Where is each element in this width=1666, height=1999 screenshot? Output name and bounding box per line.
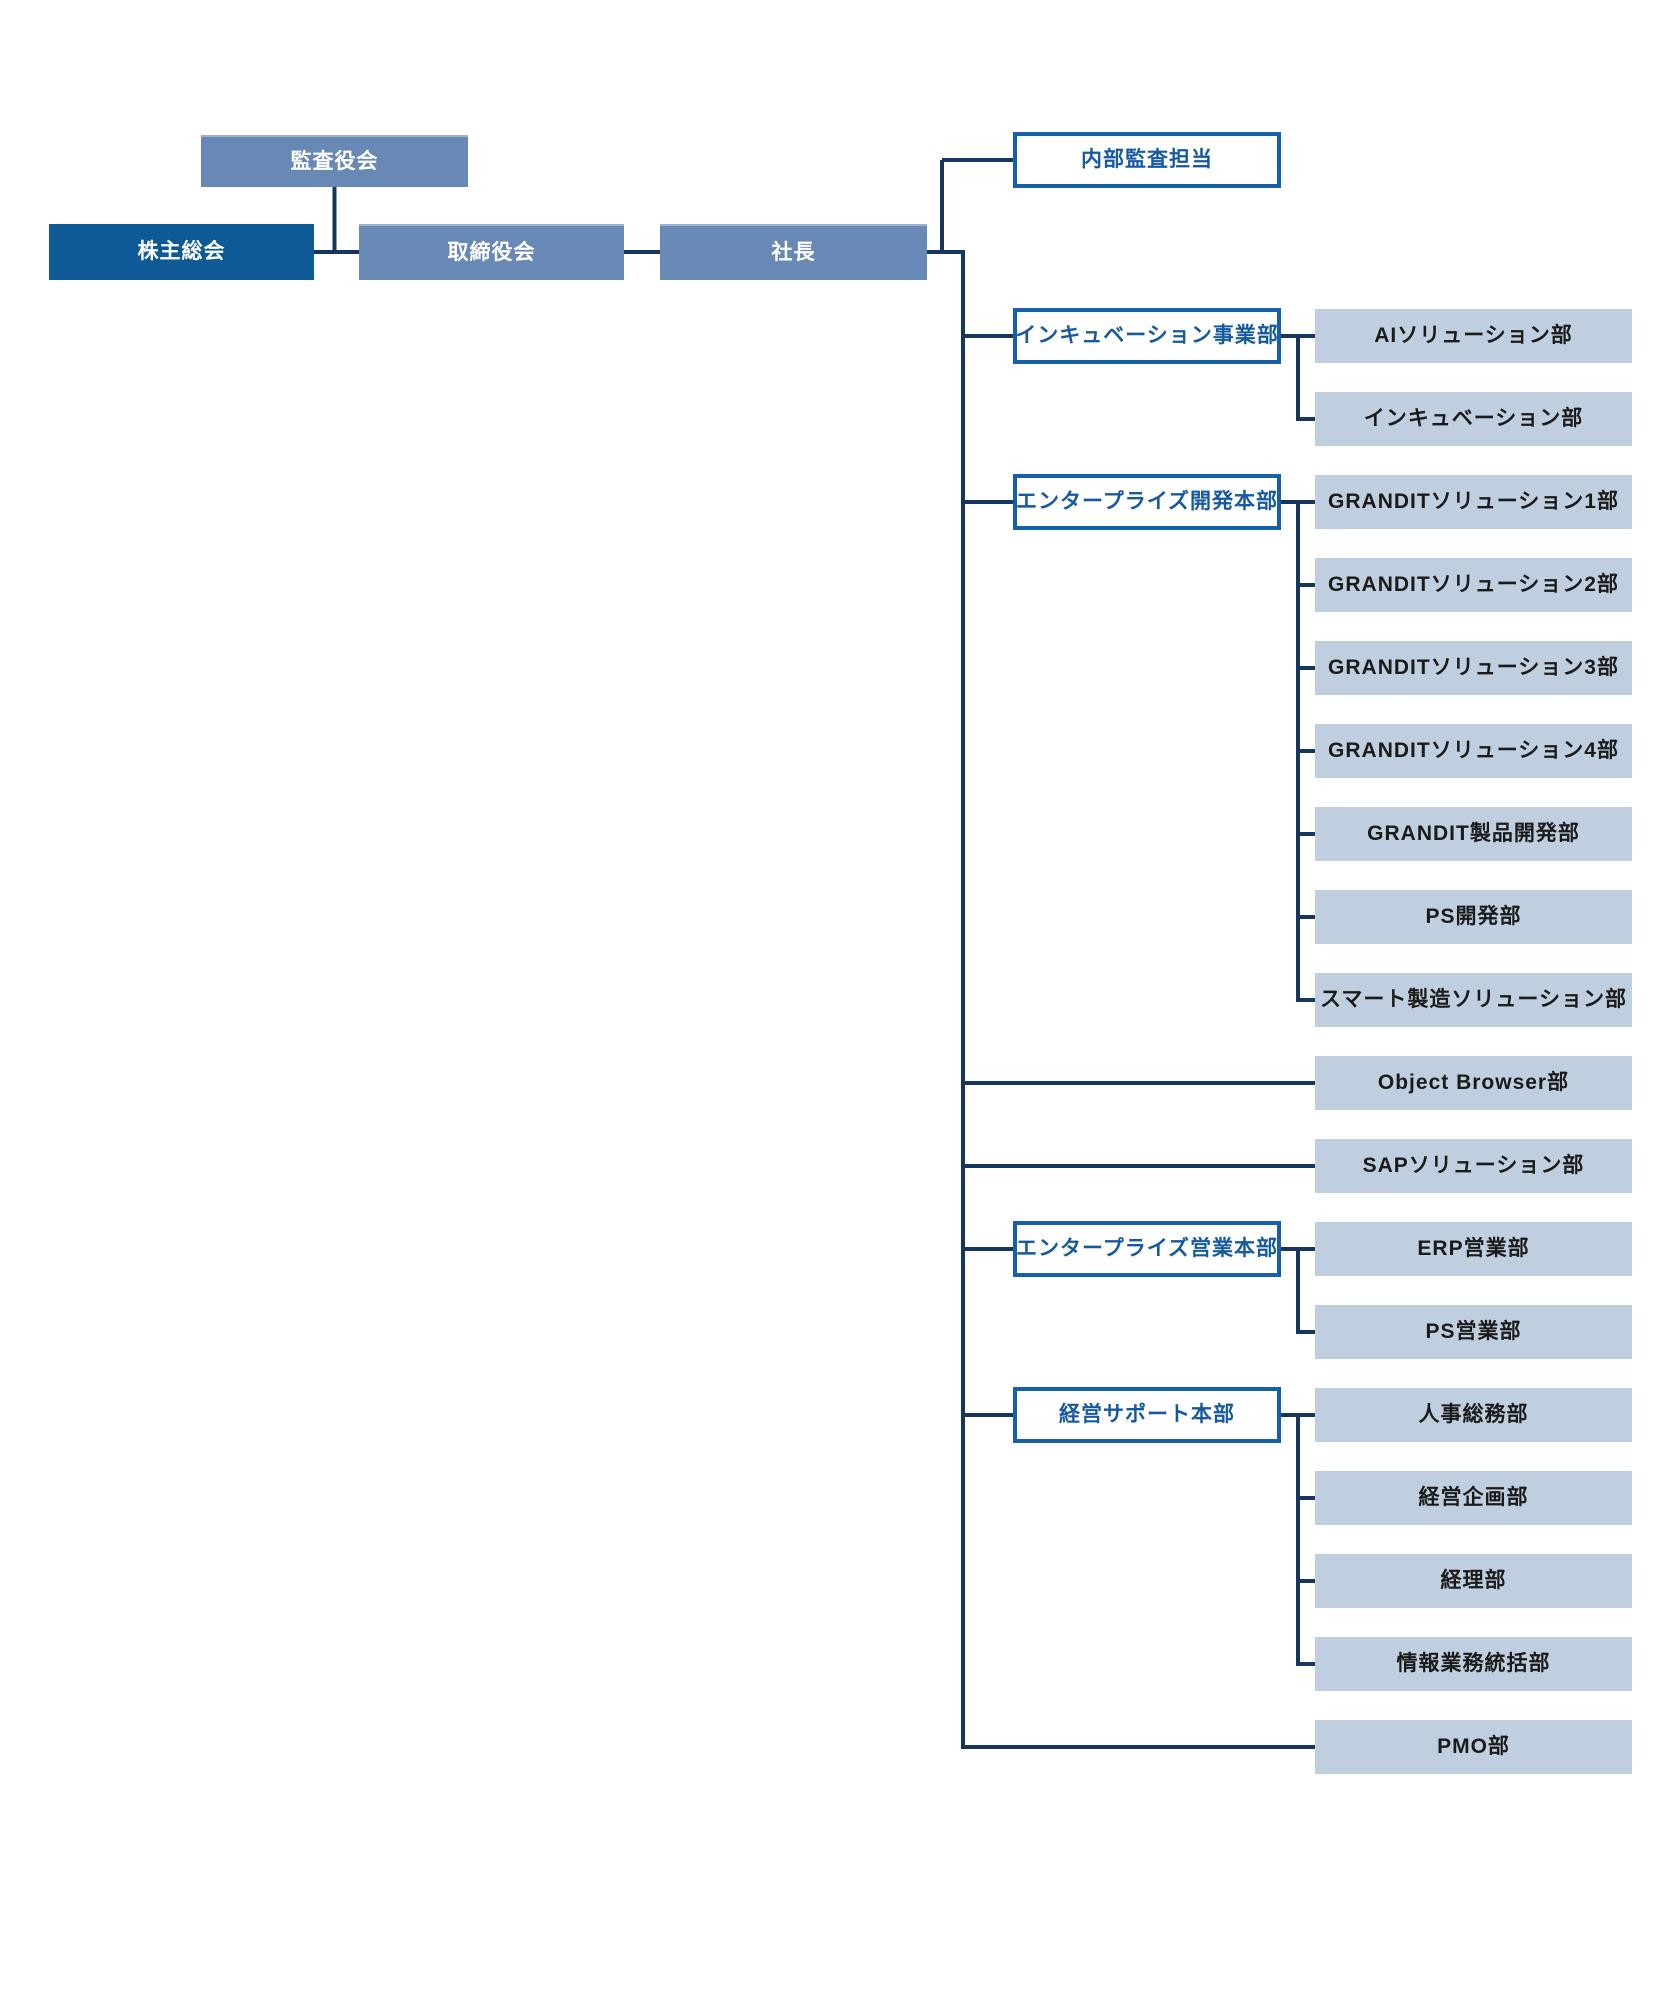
org-node-internal-audit: 内部監査担当 [1013,132,1281,188]
org-node-grandit-solution-4-dept: GRANDITソリューション4部 [1315,724,1632,778]
org-node-incubation-dept: インキュベーション部 [1315,392,1632,446]
org-node-hr-general-affairs-dept: 人事総務部 [1315,1388,1632,1442]
org-node-sap-solution-dept: SAPソリューション部 [1315,1139,1632,1193]
org-node-smart-manufacturing-solution-dept: スマート製造ソリューション部 [1315,973,1632,1027]
org-node-grandit-solution-3-dept: GRANDITソリューション3部 [1315,641,1632,695]
org-node-shareholders-meeting: 株主総会 [49,224,314,280]
org-node-ps-sales-dept: PS営業部 [1315,1305,1632,1359]
org-node-pmo-dept: PMO部 [1315,1720,1632,1774]
org-node-president: 社長 [660,224,927,280]
org-node-information-business-admin-dept: 情報業務統括部 [1315,1637,1632,1691]
org-node-grandit-solution-2-dept: GRANDITソリューション2部 [1315,558,1632,612]
org-node-ai-solution-dept: AIソリューション部 [1315,309,1632,363]
org-node-erp-sales-dept: ERP営業部 [1315,1222,1632,1276]
org-node-grandit-solution-1-dept: GRANDITソリューション1部 [1315,475,1632,529]
org-node-board-of-directors: 取締役会 [359,224,624,280]
org-node-audit-board: 監査役会 [201,135,468,187]
org-node-grandit-product-dev-dept: GRANDIT製品開発部 [1315,807,1632,861]
org-node-enterprise-sales-hq: エンタープライズ営業本部 [1013,1221,1281,1277]
org-node-object-browser-dept: Object Browser部 [1315,1056,1632,1110]
org-node-accounting-dept: 経理部 [1315,1554,1632,1608]
org-node-management-support-hq: 経営サポート本部 [1013,1387,1281,1443]
org-node-incubation-business-division: インキュベーション事業部 [1013,308,1281,364]
org-node-corporate-planning-dept: 経営企画部 [1315,1471,1632,1525]
org-node-ps-development-dept: PS開発部 [1315,890,1632,944]
org-node-enterprise-development-hq: エンタープライズ開発本部 [1013,474,1281,530]
